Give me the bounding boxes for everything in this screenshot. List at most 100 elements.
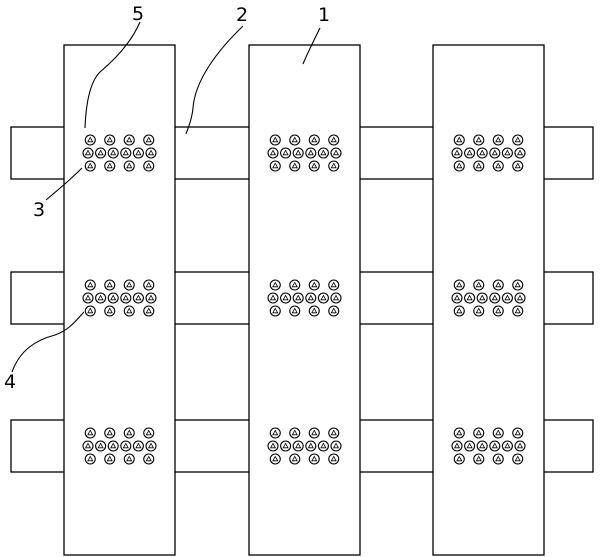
leader-line-2 [185, 25, 244, 135]
hole-insert [456, 455, 463, 462]
leader-line-3 [45, 167, 83, 201]
hole [143, 160, 155, 172]
hole-insert [291, 455, 298, 462]
hole [143, 427, 155, 439]
hole [501, 440, 513, 452]
hole-insert [291, 136, 298, 143]
hole-insert [475, 307, 482, 314]
hole-insert [495, 281, 502, 288]
hole-insert [145, 455, 152, 462]
hole [473, 305, 485, 317]
hole-insert [126, 162, 133, 169]
hole [476, 292, 488, 304]
hole-insert [514, 162, 521, 169]
hole [289, 279, 301, 291]
hole [308, 279, 320, 291]
hole-cluster [267, 279, 342, 317]
hole-insert [311, 307, 318, 314]
hole [305, 147, 317, 159]
hole-insert [87, 162, 94, 169]
hole [308, 453, 320, 465]
hole-insert [269, 294, 277, 301]
hole-cluster [267, 427, 342, 465]
hole [145, 440, 157, 452]
hole-insert [145, 429, 152, 436]
hole-insert [495, 136, 502, 143]
hole-insert [97, 442, 104, 449]
hole [269, 427, 281, 439]
hole [84, 134, 96, 146]
hole [512, 305, 524, 317]
hole [473, 279, 485, 291]
hole-insert [97, 149, 104, 156]
hole [305, 440, 317, 452]
hole-insert [495, 307, 502, 314]
hole-insert [330, 281, 337, 288]
hole-insert [122, 294, 129, 301]
leader-lines [11, 21, 321, 373]
hole [317, 292, 329, 304]
hole [120, 147, 132, 159]
hole-insert [110, 149, 117, 156]
hole [492, 279, 504, 291]
hole [464, 292, 476, 304]
hole-insert [272, 281, 279, 288]
hole-insert [307, 149, 314, 156]
label-2: 2 [236, 4, 248, 26]
hole [145, 147, 157, 159]
hole [95, 292, 107, 304]
hole-insert [295, 149, 302, 156]
hole [451, 147, 463, 159]
hole [104, 427, 116, 439]
hole-insert [126, 455, 133, 462]
hole-insert [491, 149, 498, 156]
hole-insert [272, 429, 279, 436]
hole-insert [514, 136, 521, 143]
hole [330, 440, 342, 452]
hole [120, 292, 132, 304]
hole-insert [272, 136, 279, 143]
hole [132, 440, 144, 452]
hole [453, 279, 465, 291]
hole-insert [504, 149, 511, 156]
hole [328, 427, 340, 439]
hole-insert [330, 162, 337, 169]
hole [328, 279, 340, 291]
hole-insert [87, 307, 94, 314]
hole-insert [475, 281, 482, 288]
hole [267, 292, 279, 304]
hole [107, 147, 119, 159]
hole-insert [479, 442, 486, 449]
hole-insert [291, 307, 298, 314]
hole [512, 160, 524, 172]
hole-insert [135, 442, 142, 449]
hole-insert [479, 149, 486, 156]
label-3: 3 [33, 199, 45, 221]
hole-insert [126, 307, 133, 314]
hole-insert [495, 429, 502, 436]
hole-insert [514, 281, 521, 288]
hole [280, 147, 292, 159]
hole [328, 160, 340, 172]
hole-clusters [82, 134, 526, 465]
hole-insert [97, 294, 104, 301]
hole [328, 305, 340, 317]
hole [328, 134, 340, 146]
hole-insert [311, 136, 318, 143]
hole [473, 427, 485, 439]
hole-insert [456, 307, 463, 314]
hole [84, 160, 96, 172]
hole-insert [147, 442, 155, 449]
hole [120, 440, 132, 452]
hole-cluster [82, 134, 157, 172]
hole [104, 305, 116, 317]
hole [473, 160, 485, 172]
hole-insert [272, 162, 279, 169]
hole [512, 453, 524, 465]
hole [123, 305, 135, 317]
hole [132, 147, 144, 159]
hole [453, 134, 465, 146]
hole-insert [466, 294, 473, 301]
hole-insert [453, 442, 461, 449]
hole-insert [311, 429, 318, 436]
